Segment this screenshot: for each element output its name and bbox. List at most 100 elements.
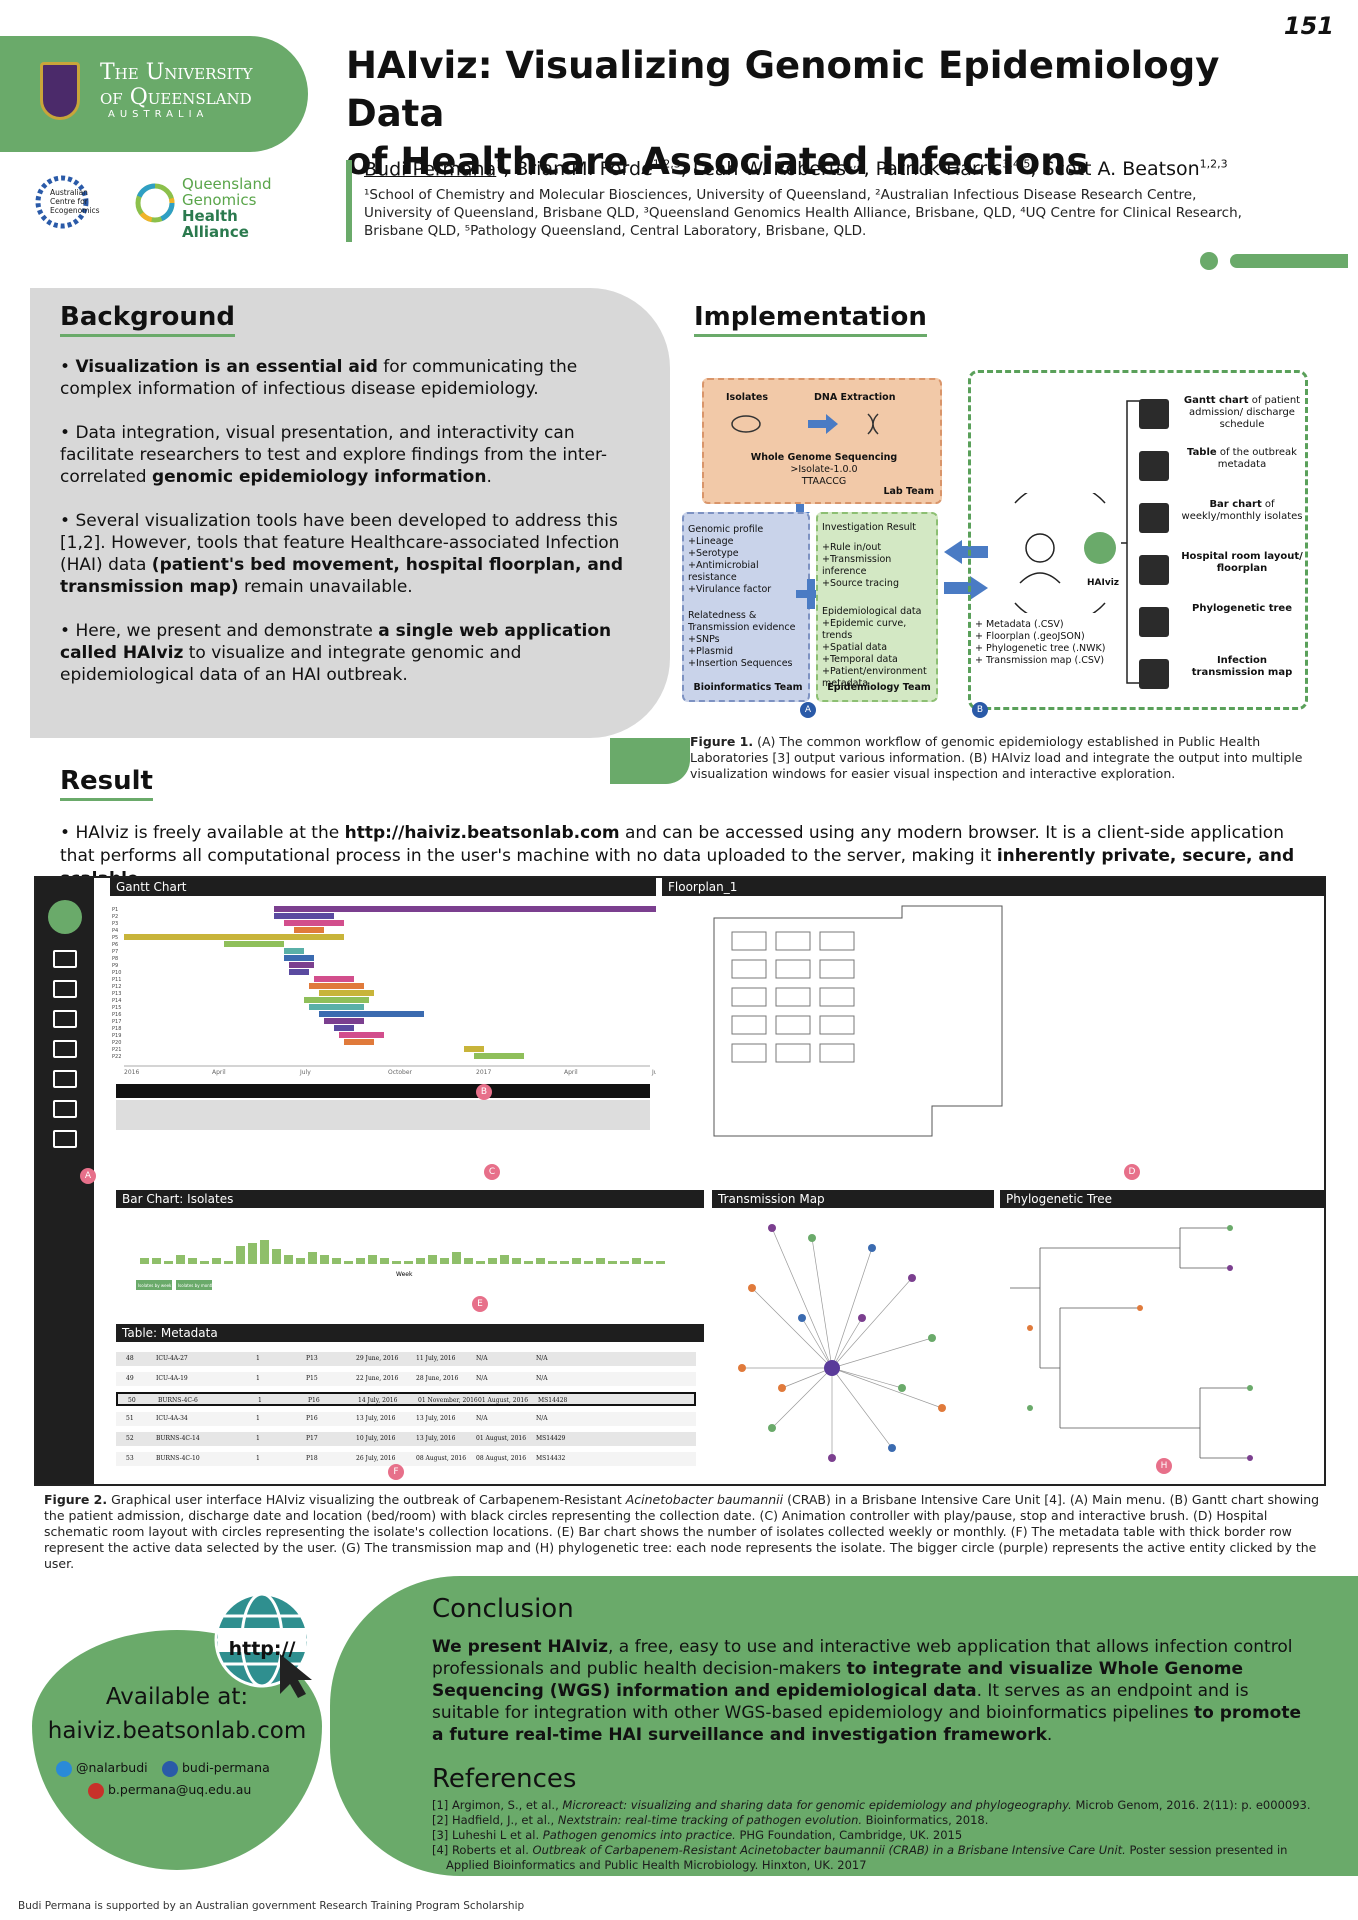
floorplan-room[interactable] (731, 987, 767, 1007)
floorplan-room[interactable] (775, 1015, 811, 1035)
transmission-node[interactable] (938, 1404, 946, 1412)
bar[interactable] (308, 1252, 317, 1264)
gantt-bar[interactable] (224, 941, 284, 947)
menu-item-icon[interactable] (53, 1010, 77, 1028)
transmission-node[interactable] (898, 1384, 906, 1392)
floorplan-room[interactable] (731, 959, 767, 979)
floorplan-room[interactable] (819, 959, 855, 979)
gantt-bar[interactable] (284, 948, 304, 954)
tree-node[interactable] (1137, 1305, 1143, 1311)
gantt-bar[interactable] (289, 969, 309, 975)
gantt-bar[interactable] (339, 1032, 384, 1038)
floorplan[interactable] (662, 896, 1326, 1186)
gantt-bar[interactable] (474, 1053, 524, 1059)
gantt-bar[interactable] (289, 962, 314, 968)
bar[interactable] (452, 1252, 461, 1264)
tree-node[interactable] (1027, 1325, 1033, 1331)
menu-item-icon[interactable] (53, 1100, 77, 1118)
bar[interactable] (344, 1261, 353, 1264)
menu-item-icon[interactable] (53, 980, 77, 998)
gantt-bar[interactable] (284, 920, 344, 926)
bar[interactable] (488, 1258, 497, 1264)
transmission-node[interactable] (768, 1424, 776, 1432)
contact-twitter[interactable]: @nalarbudi (56, 1760, 148, 1777)
bar[interactable] (644, 1261, 653, 1264)
contact-linkedin[interactable]: budi-permana (162, 1760, 270, 1777)
bar[interactable] (500, 1255, 509, 1264)
bar[interactable] (632, 1258, 641, 1264)
transmission-node[interactable] (738, 1364, 746, 1372)
bar[interactable] (596, 1258, 605, 1264)
bar[interactable] (164, 1261, 173, 1264)
bar[interactable] (536, 1258, 545, 1264)
floorplan-room[interactable] (819, 1043, 855, 1063)
bar[interactable] (404, 1261, 413, 1264)
bar[interactable] (224, 1261, 233, 1264)
gantt-bar[interactable] (284, 955, 314, 961)
tree-node[interactable] (1027, 1405, 1033, 1411)
gantt-chart[interactable]: P1P2P3P4P5P6P7P8P9P10P11P12P13P14P15P16P… (110, 896, 656, 1176)
haiviz-url-link[interactable]: http://haiviz.beatsonlab.com (344, 823, 620, 843)
bar[interactable] (236, 1246, 245, 1264)
phylogenetic-tree[interactable] (1000, 1208, 1326, 1484)
tree-node[interactable] (1227, 1265, 1233, 1271)
gantt-bar[interactable] (324, 1018, 364, 1024)
bar[interactable] (464, 1258, 473, 1264)
bar[interactable] (620, 1261, 629, 1264)
active-node[interactable] (824, 1360, 840, 1376)
gantt-bar[interactable] (274, 913, 334, 919)
tree-node[interactable] (1247, 1455, 1253, 1461)
bar[interactable] (296, 1258, 305, 1264)
gantt-bar[interactable] (124, 934, 344, 940)
bar[interactable] (476, 1261, 485, 1264)
bar[interactable] (656, 1261, 665, 1264)
transmission-node[interactable] (768, 1224, 776, 1232)
bar[interactable] (140, 1258, 149, 1264)
floorplan-room[interactable] (775, 931, 811, 951)
bar[interactable] (560, 1261, 569, 1264)
transmission-node[interactable] (778, 1384, 786, 1392)
gantt-bar[interactable] (309, 983, 364, 989)
bar-mode-button[interactable] (136, 1280, 172, 1290)
bar[interactable] (332, 1258, 341, 1264)
available-url[interactable]: haiviz.beatsonlab.com (47, 1718, 307, 1744)
transmission-node[interactable] (808, 1234, 816, 1242)
menu-item-icon[interactable] (53, 1040, 77, 1058)
bar[interactable] (512, 1258, 521, 1264)
transmission-node[interactable] (868, 1244, 876, 1252)
floorplan-room[interactable] (819, 987, 855, 1007)
gantt-bar[interactable] (314, 976, 354, 982)
floorplan-room[interactable] (819, 1015, 855, 1035)
bar[interactable] (152, 1258, 161, 1264)
bar[interactable] (572, 1258, 581, 1264)
floorplan-room[interactable] (731, 1015, 767, 1035)
transmission-node[interactable] (928, 1334, 936, 1342)
menu-item-icon[interactable] (53, 1130, 77, 1148)
transmission-node[interactable] (798, 1314, 806, 1322)
bar[interactable] (356, 1258, 365, 1264)
animation-controller[interactable] (116, 1084, 650, 1098)
menu-item-icon[interactable] (53, 950, 77, 968)
transmission-node[interactable] (748, 1284, 756, 1292)
tree-node[interactable] (1227, 1225, 1233, 1231)
haiviz-logo-icon[interactable] (48, 900, 82, 934)
transmission-node[interactable] (858, 1314, 866, 1322)
transmission-node[interactable] (908, 1274, 916, 1282)
gantt-bar[interactable] (334, 1025, 354, 1031)
bar[interactable] (368, 1255, 377, 1264)
floorplan-room[interactable] (731, 1043, 767, 1063)
bar[interactable] (584, 1261, 593, 1264)
bar[interactable] (416, 1258, 425, 1264)
bar[interactable] (320, 1255, 329, 1264)
bar[interactable] (260, 1240, 269, 1264)
contact-email[interactable]: b.permana@uq.edu.au (88, 1782, 251, 1799)
bar[interactable] (212, 1258, 221, 1264)
bar[interactable] (188, 1258, 197, 1264)
gantt-bar[interactable] (294, 927, 324, 933)
tree-node[interactable] (1247, 1385, 1253, 1391)
